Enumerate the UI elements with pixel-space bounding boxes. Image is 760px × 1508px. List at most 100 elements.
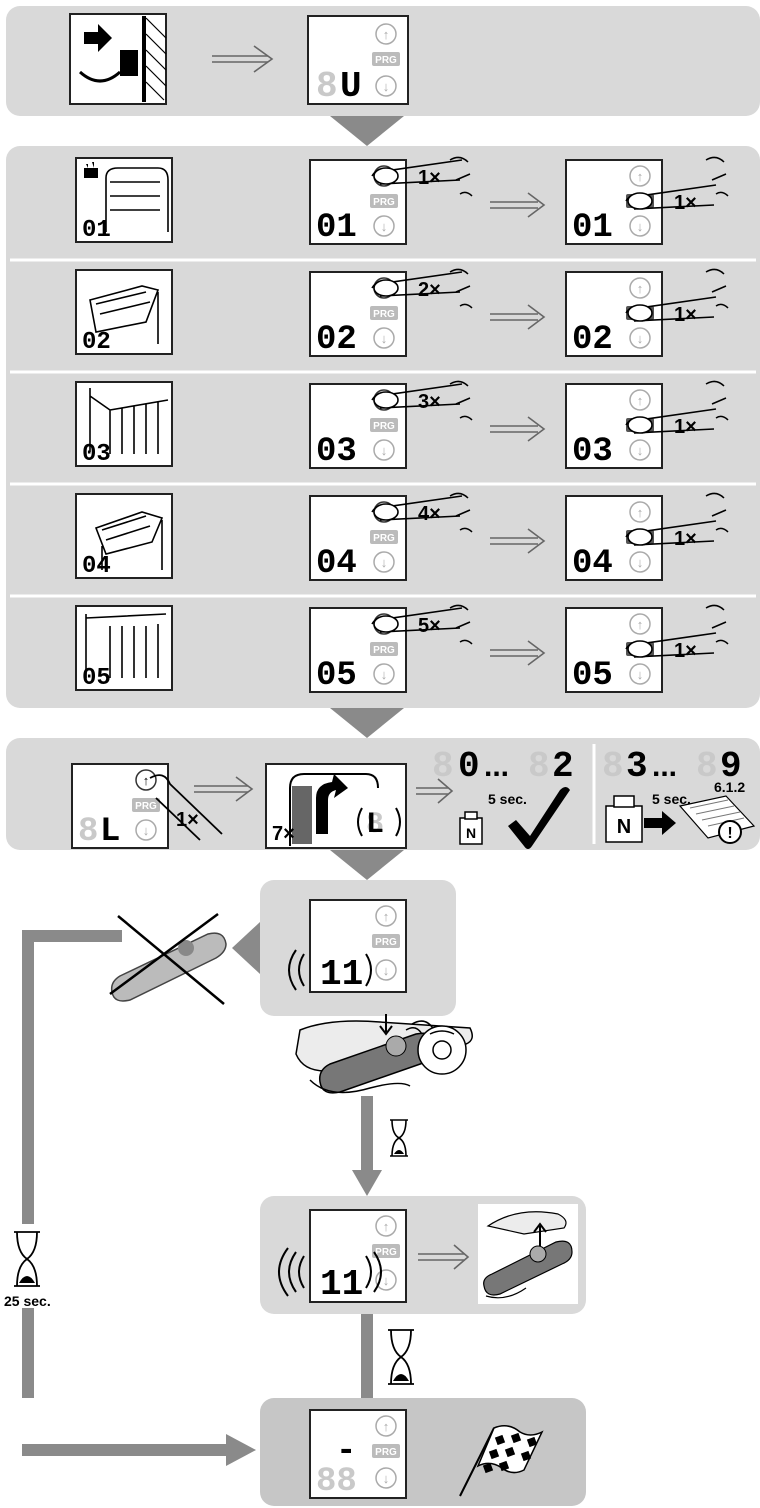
crossed-remote-icon bbox=[109, 912, 227, 1005]
press-count: 1× bbox=[674, 528, 697, 550]
door-code: 04 bbox=[82, 553, 111, 580]
door-code: 03 bbox=[82, 441, 111, 468]
finish-flag-icon bbox=[459, 1425, 544, 1497]
control-display: ↑PRG↓011× bbox=[309, 156, 473, 247]
wait-bad: 5 sec. bbox=[652, 791, 691, 807]
up-arrow-icon: ↑ bbox=[383, 27, 390, 42]
flow-arrow bbox=[330, 116, 404, 146]
up-arrow-icon: ↑ bbox=[383, 909, 390, 924]
control-display: ↑ PRG ↓ 11 bbox=[309, 899, 407, 995]
prg-label: PRG bbox=[373, 421, 395, 432]
flow-arrow bbox=[490, 304, 546, 330]
display-code: 01 bbox=[316, 209, 357, 247]
hourglass-icon bbox=[390, 1119, 408, 1157]
flow-arrow bbox=[352, 1096, 382, 1196]
manual-section: 6.1.2 bbox=[714, 779, 745, 795]
fingertip-icon bbox=[627, 304, 653, 322]
door-type-icon: 01 bbox=[75, 157, 173, 244]
press-count: 1× bbox=[674, 416, 697, 438]
flow-arrow bbox=[490, 640, 546, 666]
up-arrow-icon: ↑ bbox=[637, 505, 644, 520]
down-arrow-icon: ↓ bbox=[637, 555, 644, 570]
down-arrow-icon: ↓ bbox=[381, 667, 388, 682]
press-count: 1× bbox=[674, 192, 697, 214]
display-code: 05 bbox=[316, 657, 357, 695]
door-step-row: 01↑PRG↓011×↑PRG↓011× bbox=[75, 156, 729, 247]
hand-remote-press-icon bbox=[295, 1014, 473, 1094]
svg-text:8: 8 bbox=[602, 746, 624, 787]
prg-label: PRG bbox=[375, 1447, 397, 1458]
fingertip-icon bbox=[373, 391, 399, 409]
svg-text:8: 8 bbox=[696, 746, 718, 787]
bad-range-end: 9 bbox=[720, 746, 742, 787]
door-step-row: 02↑PRG↓022×↑PRG↓021× bbox=[75, 268, 729, 359]
door-code: 02 bbox=[82, 329, 111, 356]
press-count: 1× bbox=[674, 640, 697, 662]
fingertip-icon bbox=[373, 279, 399, 297]
door-step-row: 04↑PRG↓044×↑PRG↓041× bbox=[75, 492, 729, 583]
plug-icon bbox=[69, 13, 167, 105]
display-code: 05 bbox=[572, 657, 613, 695]
flow-arrow bbox=[416, 778, 454, 804]
control-display: ↑PRG↓044× bbox=[309, 492, 473, 583]
wait-time-left: 25 sec. bbox=[4, 1293, 51, 1309]
door-type-icon: 02 bbox=[75, 269, 173, 356]
weight-label: N bbox=[617, 816, 631, 838]
display-code: 03 bbox=[316, 433, 357, 471]
hourglass-icon bbox=[388, 1329, 414, 1385]
finger-icon bbox=[149, 774, 223, 841]
control-display: ↑ PRG ↓ 8 U bbox=[307, 15, 409, 107]
ok-range-readout: 8 0 ... 8 2 5 sec. bbox=[432, 746, 574, 807]
press-count: 5× bbox=[418, 615, 441, 637]
display-code: L bbox=[366, 808, 384, 842]
control-display: ↑PRG↓011× bbox=[565, 156, 729, 247]
door-type-icon: 05 bbox=[75, 605, 173, 692]
svg-text:8: 8 bbox=[366, 808, 384, 842]
display-code: L bbox=[100, 813, 120, 851]
arrow-right-icon bbox=[644, 811, 676, 835]
control-display: ↑PRG↓022× bbox=[309, 268, 473, 359]
control-display: ↑ PRG ↓ 8 L bbox=[71, 763, 169, 851]
door-code: 01 bbox=[82, 217, 111, 244]
ellipsis: ... bbox=[484, 750, 509, 783]
control-display: ↑PRG↓033× bbox=[309, 380, 473, 471]
press-count: 1× bbox=[176, 809, 199, 831]
display-code: 04 bbox=[316, 545, 357, 583]
fingertip-icon bbox=[373, 615, 399, 633]
press-count: 1× bbox=[418, 167, 441, 189]
wait-ok: 5 sec. bbox=[488, 791, 527, 807]
svg-text:8: 8 bbox=[432, 746, 454, 787]
up-arrow-icon: ↑ bbox=[383, 1419, 390, 1434]
down-arrow-icon: ↓ bbox=[637, 443, 644, 458]
flow-arrow bbox=[330, 708, 404, 738]
panel-learn-run: ↑ PRG ↓ 8 L 1× 8 L 7× bbox=[6, 738, 760, 851]
flow-arrow bbox=[490, 416, 546, 442]
fingertip-icon bbox=[373, 503, 399, 521]
press-count: 2× bbox=[418, 279, 441, 301]
cycle-count: 7× bbox=[272, 823, 295, 845]
display-code: 02 bbox=[316, 321, 357, 359]
ellipsis: ... bbox=[652, 750, 677, 783]
door-step-row: 05↑PRG↓055×↑PRG↓051× bbox=[75, 604, 729, 695]
prg-label: PRG bbox=[373, 533, 395, 544]
fingertip-icon bbox=[627, 528, 653, 546]
down-arrow-icon: ↓ bbox=[381, 219, 388, 234]
door-step-row: 03↑PRG↓033×↑PRG↓031× bbox=[75, 380, 729, 471]
prg-label: PRG bbox=[375, 1247, 397, 1258]
flow-arrow bbox=[418, 1244, 470, 1270]
flow-arrow bbox=[330, 850, 404, 880]
flow-arrow bbox=[490, 192, 546, 218]
prg-label: PRG bbox=[373, 645, 395, 656]
door-code: 05 bbox=[82, 665, 111, 692]
down-arrow-icon: ↓ bbox=[381, 443, 388, 458]
down-arrow-icon: ↓ bbox=[383, 1471, 390, 1486]
ok-range-start: 0 bbox=[458, 746, 480, 787]
display-code: 04 bbox=[572, 545, 613, 583]
panel-remote-confirm: ↑ PRG ↓ 11 bbox=[260, 1196, 586, 1314]
display-code: 11 bbox=[320, 1264, 363, 1305]
weight-icon: N bbox=[605, 795, 643, 843]
prg-label: PRG bbox=[135, 801, 157, 812]
display-code: - bbox=[336, 1433, 356, 1471]
down-arrow-icon: ↓ bbox=[381, 555, 388, 570]
